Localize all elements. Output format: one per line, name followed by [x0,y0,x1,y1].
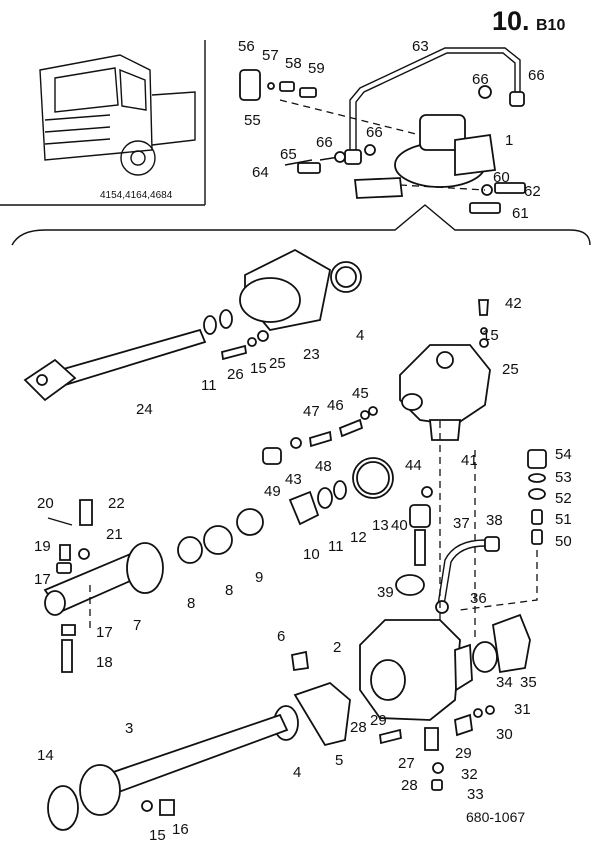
callout-7: 7 [133,617,141,634]
callout-18: 18 [96,654,113,671]
callout-65: 65 [280,146,297,163]
callout-63: 63 [412,38,429,55]
callout-4: 4 [293,764,301,781]
callout-36: 36 [470,590,487,607]
callout-53: 53 [555,469,572,486]
callout-32: 32 [461,766,478,783]
callout-38: 38 [486,512,503,529]
callout-6: 6 [277,628,285,645]
callout-30: 30 [496,726,513,743]
callout-66: 66 [316,134,333,151]
callout-12: 12 [350,529,367,546]
callout-10: 10 [303,546,320,563]
callout-47: 47 [303,403,320,420]
callout-5: 5 [335,752,343,769]
callout-26: 26 [227,366,244,383]
callout-66: 66 [366,124,383,141]
callout-9: 8 [225,582,233,599]
brace-line [11,204,591,246]
callout-35: 35 [520,674,537,691]
callout-44: 44 [405,457,422,474]
callout-17: 17 [96,624,113,641]
callout-59: 59 [308,60,325,77]
callout-60: 60 [493,169,510,186]
callout-42: 42 [505,295,522,312]
section-code: B10 [536,17,565,34]
callout-41: 41 [461,452,478,469]
drawing-number: 680-1067 [466,809,525,825]
models-text: 4154,4164,4684 [100,190,173,201]
callout-11: 11 [328,538,344,555]
callout-58: 58 [285,55,302,72]
callout-31: 31 [514,701,531,718]
callout-14: 14 [37,747,54,764]
callout-49: 49 [264,483,281,500]
callout-48: 48 [315,458,332,475]
callout-2: 2 [333,639,341,656]
callout-46: 46 [327,397,344,414]
callout-24: 24 [136,401,153,418]
callout-17: 17 [34,571,51,588]
callout-20: 20 [37,495,54,512]
callout-27: 27 [398,755,415,772]
callout-15: 15 [250,360,267,377]
callout-50: 50 [555,533,572,550]
callout-13: 13 [372,517,389,534]
callout-11: 11 [201,377,217,394]
truck-inset: 4154,4164,4684 [0,40,206,206]
callout-45: 45 [352,385,369,402]
callout-66: 66 [472,71,489,88]
callout-25: 25 [269,355,286,372]
callout-34: 34 [496,674,513,691]
callout-62: 62 [524,183,541,200]
callout-57: 57 [262,47,279,64]
top-assembly [239,47,526,214]
callout-16: 16 [172,821,189,838]
callout-8: 8 [187,595,195,612]
callout-15: 15 [482,327,499,344]
callout-28: 28 [350,719,367,736]
callout-29: 29 [455,745,472,762]
callout-22: 22 [108,495,125,512]
callout-37: 37 [453,515,470,532]
callout-19: 19 [34,538,51,555]
callout-29: 29 [370,712,387,729]
callout-43: 43 [285,471,302,488]
callout-61: 61 [512,205,529,222]
callout-54: 54 [555,446,572,463]
callout-52: 52 [555,490,572,507]
callout-66: 66 [528,67,545,84]
callout-15: 15 [149,827,166,844]
section-number: 10. [492,6,530,36]
callout-8: 9 [255,569,263,586]
main-assembly [23,248,547,831]
callout-55: 55 [244,112,261,129]
callout-21: 21 [106,526,123,543]
callout-51: 51 [555,511,572,528]
callout-25: 25 [502,361,519,378]
callout-56: 56 [238,38,255,55]
callout-39: 39 [377,584,394,601]
callout-40: 40 [391,517,408,534]
callout-1: 1 [505,132,513,149]
callout-4: 4 [356,327,364,344]
callout-64: 64 [252,164,269,181]
callout-labels: 1 2 3 4 4 5 6 7 8 8 9 10 11 11 12 13 14 … [34,38,572,844]
callout-33: 33 [467,786,484,803]
callout-23: 23 [303,346,320,363]
callout-3: 3 [125,720,133,737]
callout-28: 28 [401,777,418,794]
